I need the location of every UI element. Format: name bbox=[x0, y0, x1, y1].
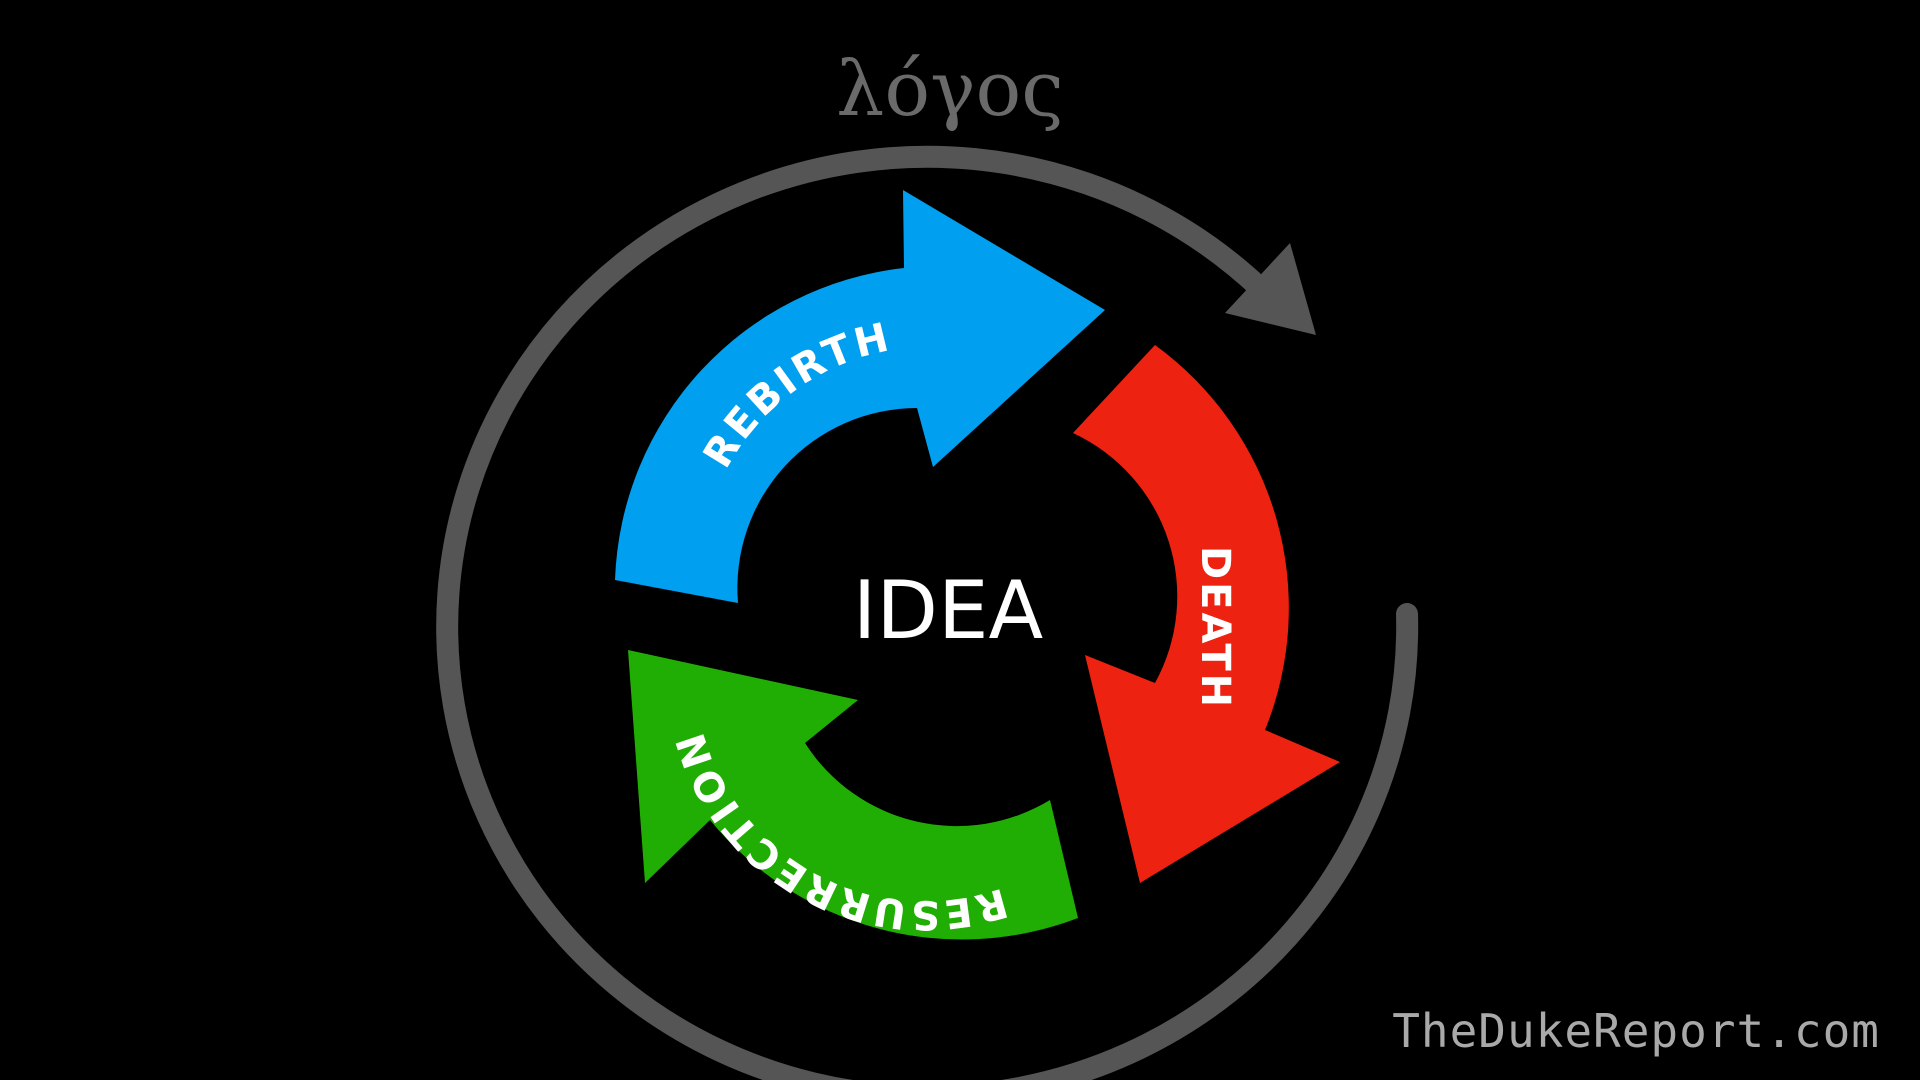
resurrection-arrow bbox=[628, 650, 1078, 940]
website-watermark: TheDukeReport.com bbox=[1392, 1004, 1880, 1058]
death-arrow bbox=[1073, 345, 1340, 883]
rebirth-arrow bbox=[615, 190, 1105, 603]
outer-cycle-arrowhead bbox=[1225, 243, 1316, 335]
center-idea-label: IDEA bbox=[853, 564, 1044, 657]
death-label: DEATH bbox=[1192, 546, 1238, 710]
logos-title: λόγος bbox=[836, 44, 1064, 133]
outer-cycle-ring bbox=[436, 145, 1419, 1080]
